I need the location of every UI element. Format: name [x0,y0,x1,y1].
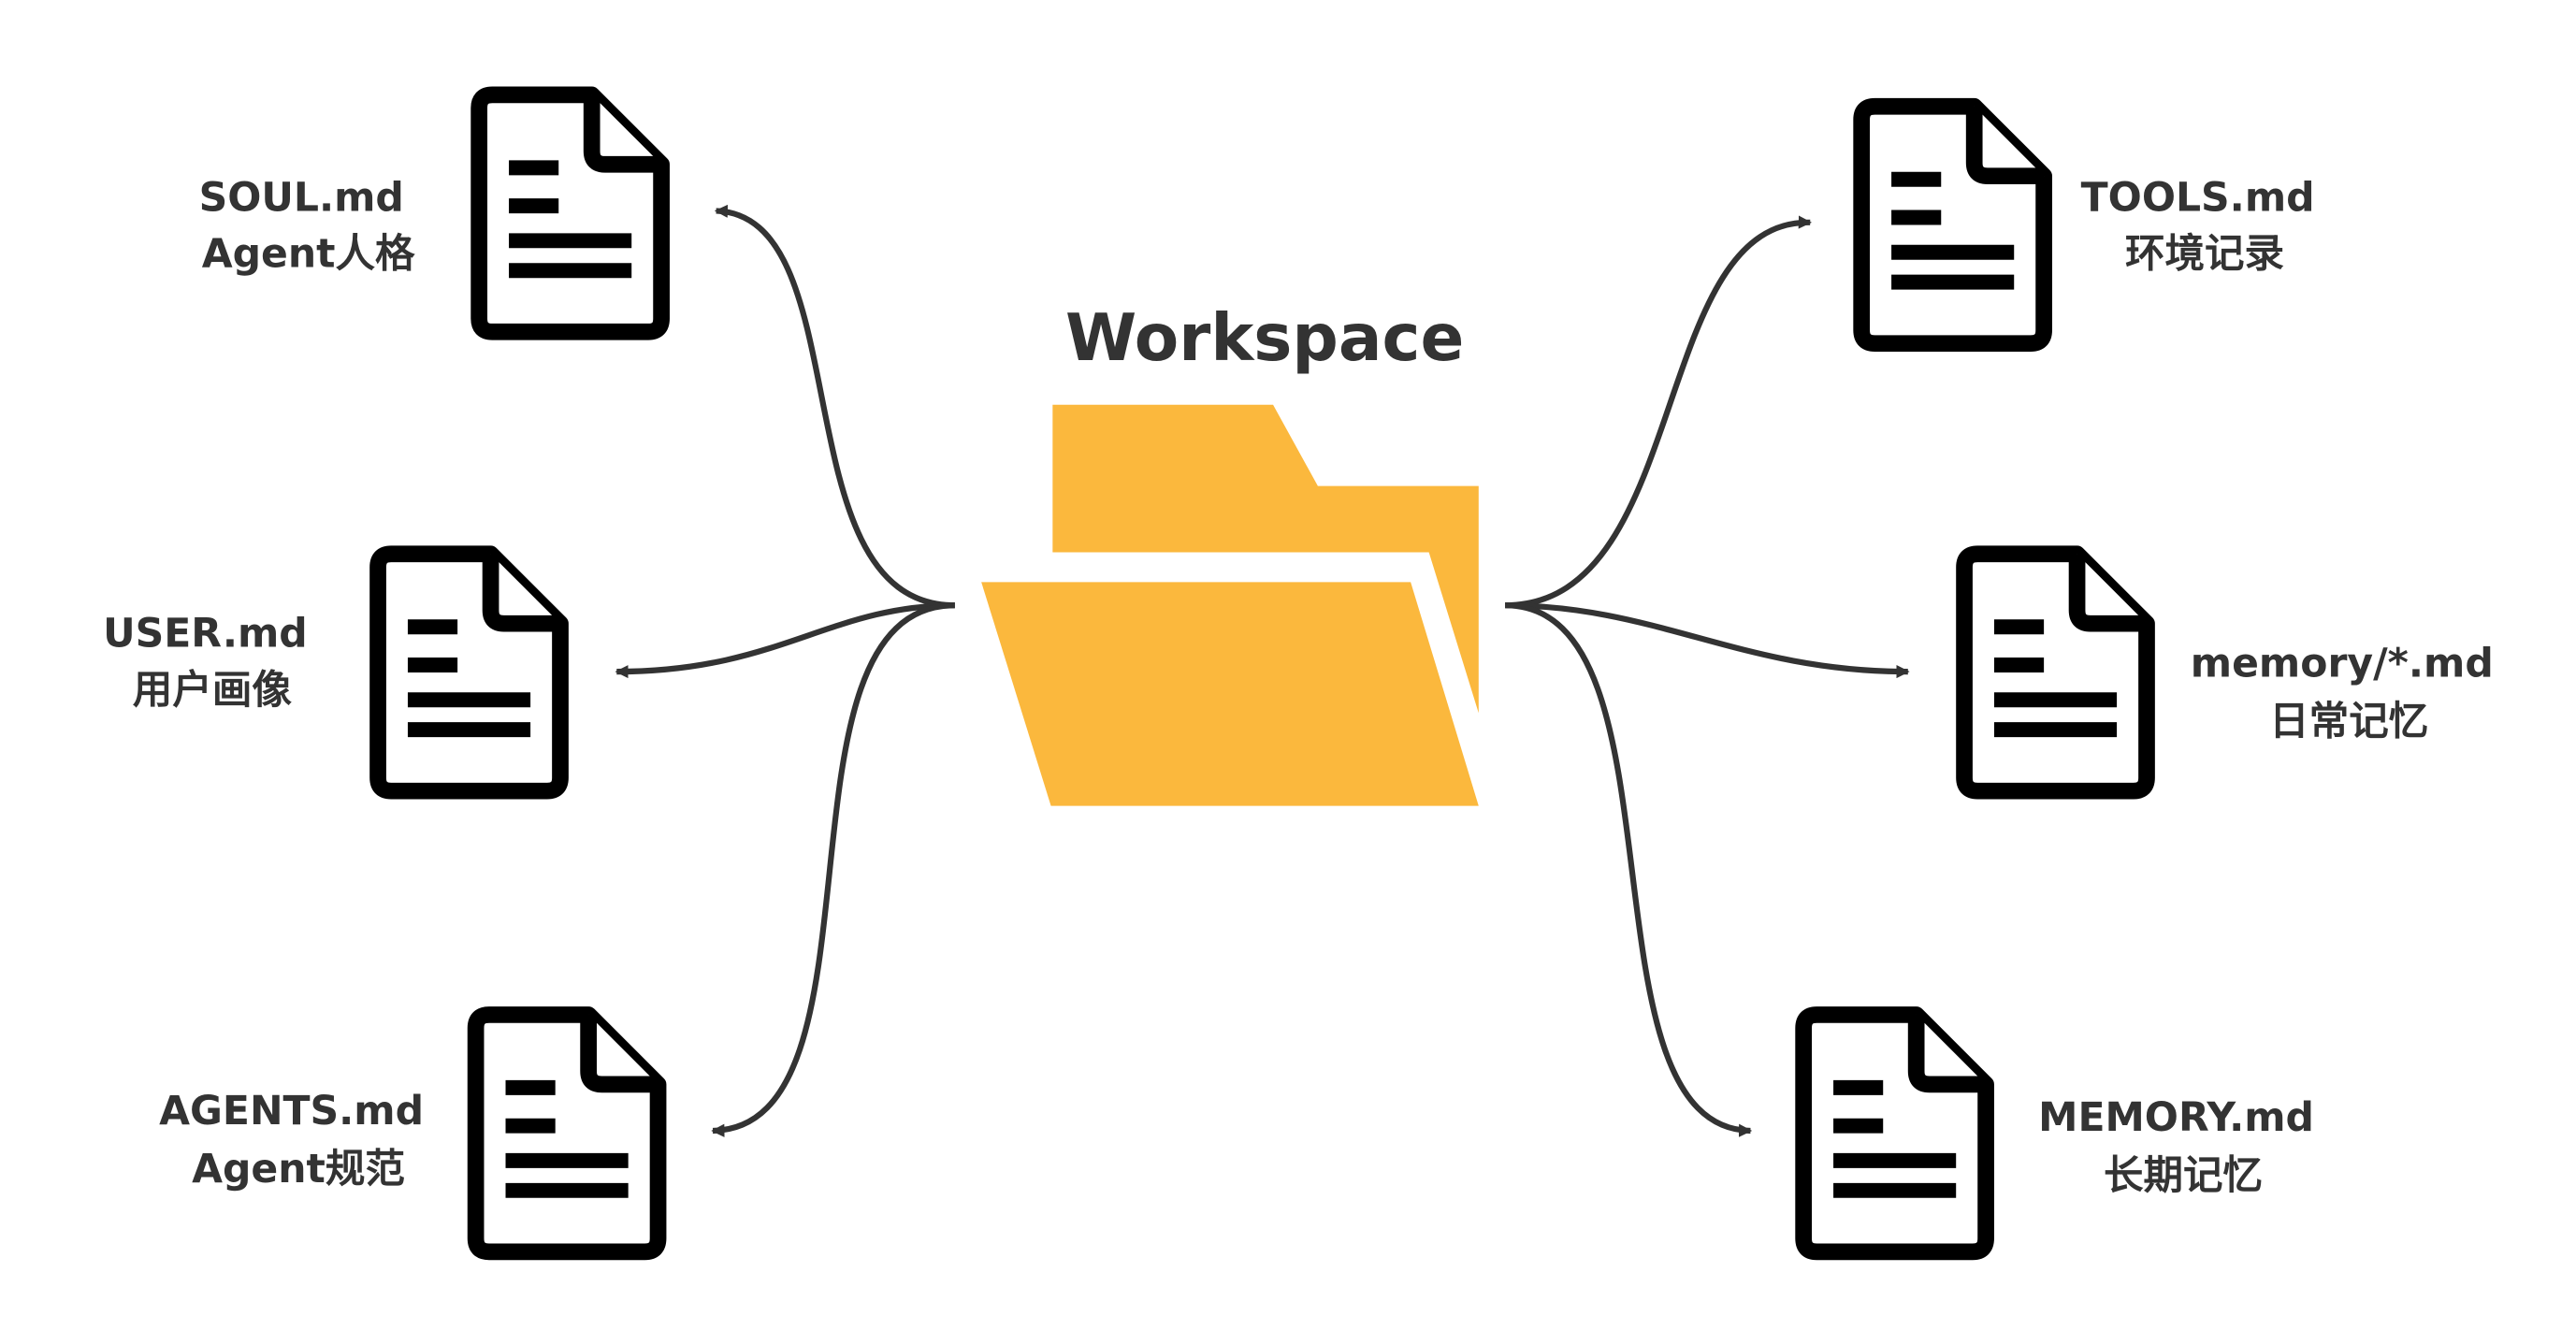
connector-agents [711,602,955,1137]
file-memory-long: MEMORY.md 长期记忆 [1795,1006,2328,1261]
connectors [615,204,1910,1137]
connector-tools [1505,215,1813,609]
svg-text:memory/*.md 日常记忆: memory/*.md 日常记忆 [2191,641,2508,745]
document-icon [1853,97,2052,353]
file-agents: AGENTS.md Agent规范 [159,1006,667,1261]
document-icon [1795,1006,1994,1261]
svg-text:USER.md 用户画像: USER.md 用户画像 [103,612,321,714]
file-desc: Agent规范 [192,1147,405,1193]
file-name: MEMORY.md [2038,1095,2314,1141]
file-name: AGENTS.md [159,1089,424,1135]
file-name: SOUL.md [199,175,404,221]
svg-text:MEMORY.md 长期记忆: MEMORY.md 长期记忆 [2038,1095,2328,1199]
file-desc: 长期记忆 [2104,1153,2263,1199]
file-memory-daily: memory/*.md 日常记忆 [1956,545,2508,800]
document-icon [467,1006,667,1261]
connector-memory-long [1505,602,1753,1137]
document-icon [369,545,569,800]
connector-soul [714,204,955,609]
file-desc: Agent人格 [202,232,415,278]
diagram-title: Workspace [1065,301,1464,376]
file-desc: 用户画像 [133,668,293,714]
file-desc: 日常记忆 [2269,699,2428,745]
file-tools: TOOLS.md 环境记录 [1853,97,2329,353]
folder-icon [981,404,1479,806]
file-name: memory/*.md [2191,641,2494,687]
file-user: USER.md 用户画像 [103,545,569,800]
connector-user [615,602,955,679]
document-icon [470,86,670,340]
svg-text:TOOLS.md 环境记录: TOOLS.md 环境记录 [2081,175,2329,277]
file-desc: 环境记录 [2125,232,2284,278]
file-soul: SOUL.md Agent人格 [199,86,670,340]
svg-text:AGENTS.md Agent规范: AGENTS.md Agent规范 [159,1089,438,1193]
file-name: TOOLS.md [2081,175,2315,221]
document-icon [1956,545,2155,800]
svg-text:SOUL.md Agent人格: SOUL.md Agent人格 [199,175,418,277]
file-name: USER.md [103,612,308,658]
connector-memory-daily [1505,602,1910,679]
